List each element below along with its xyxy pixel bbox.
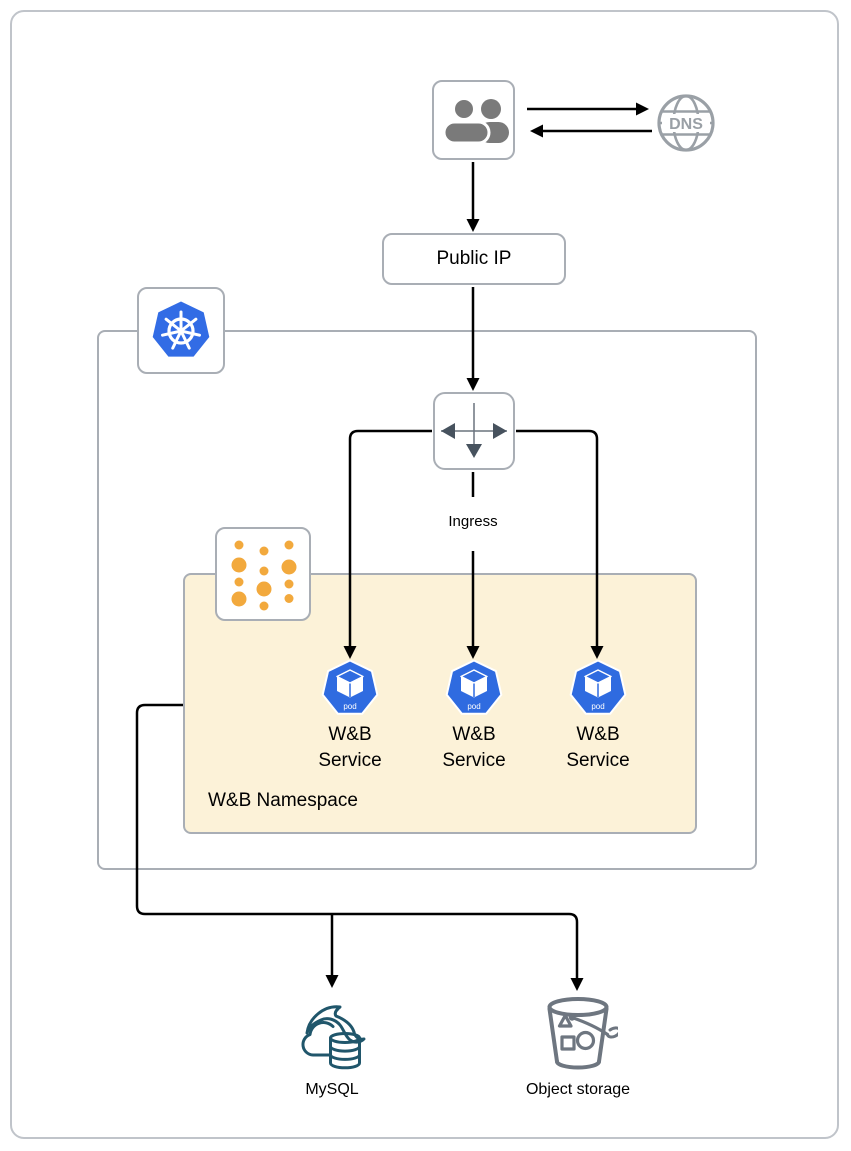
pod-badge: pod — [467, 702, 480, 711]
pod-node-1: pod W&B Service — [318, 660, 382, 771]
mysql-node — [294, 998, 370, 1072]
pod-label: W&B Service — [442, 724, 506, 771]
wandb-dots-logo — [217, 529, 309, 619]
wandb-logo-node — [215, 527, 311, 621]
k8s-pod-icon: pod — [320, 660, 380, 718]
k8s-pod-icon: pod — [568, 660, 628, 718]
k8s-pod-icon: pod — [444, 660, 504, 718]
pod-node-3: pod W&B Service — [566, 660, 630, 771]
object-storage-label: Object storage — [525, 1081, 631, 1098]
dns-globe-icon: DNS — [651, 88, 721, 158]
object-storage-node — [538, 993, 618, 1075]
public-ip-label: Public IP — [436, 248, 512, 269]
bucket-icon — [538, 993, 618, 1075]
users-icon — [434, 82, 513, 158]
pod-label: W&B Service — [566, 724, 630, 771]
kubernetes-helm-icon — [139, 289, 223, 372]
mysql-dolphin-icon — [294, 998, 370, 1072]
pod-badge: pod — [343, 702, 356, 711]
ingress-label: Ingress — [448, 513, 498, 530]
wandb-namespace-label: W&B Namespace — [208, 790, 358, 811]
dns-node: DNS — [651, 88, 721, 158]
pod-label: W&B Service — [318, 724, 382, 771]
kubernetes-node — [137, 287, 225, 374]
ingress-arrows-icon — [435, 394, 513, 468]
pod-badge: pod — [591, 702, 604, 711]
dns-label: DNS — [669, 116, 703, 133]
users-node — [432, 80, 515, 160]
pod-node-2: pod W&B Service — [442, 660, 506, 771]
ingress-node — [433, 392, 515, 470]
mysql-label: MySQL — [305, 1081, 359, 1098]
public-ip-node: Public IP — [382, 233, 566, 285]
